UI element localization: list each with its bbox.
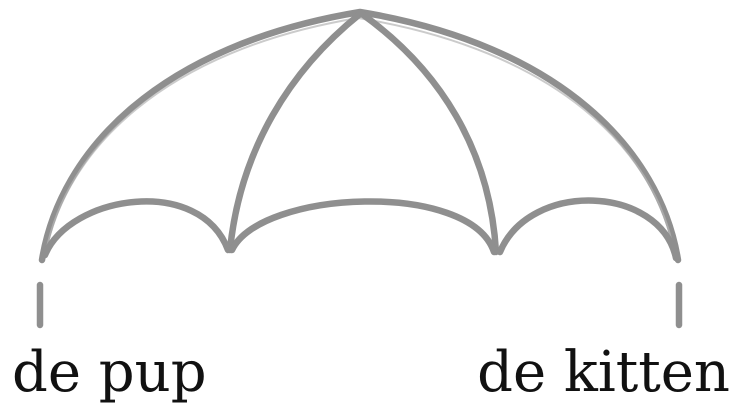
umbrella-canopy-outline (42, 12, 678, 260)
umbrella-rib-left (230, 14, 360, 250)
umbrella-scallop-1 (45, 201, 228, 255)
umbrella-canopy-outline-texture (46, 18, 674, 252)
label-de-pup: de pup (12, 345, 207, 401)
umbrella-scallop-2 (232, 201, 494, 252)
label-de-kitten: de kitten (477, 345, 730, 401)
umbrella-scallop-3 (500, 201, 676, 258)
